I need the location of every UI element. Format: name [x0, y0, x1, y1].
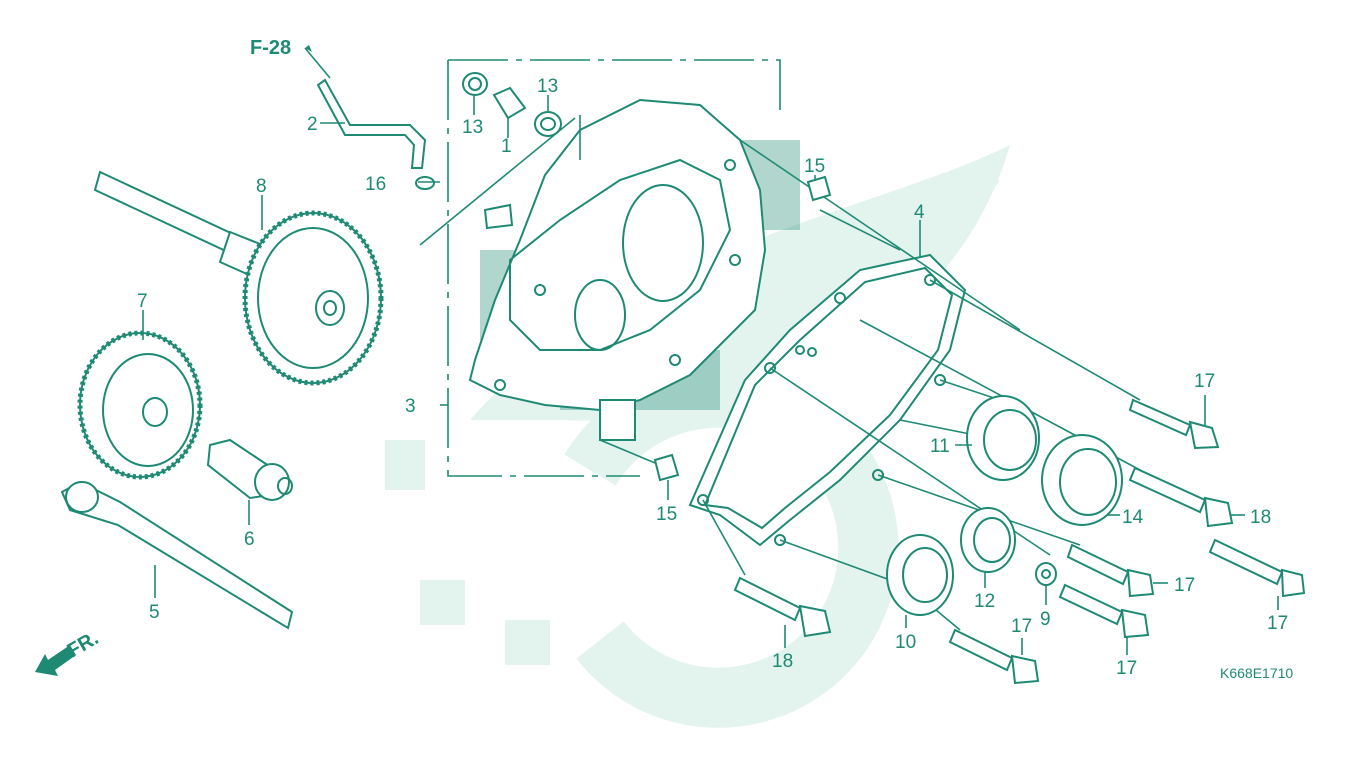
- arrow-icon: [305, 45, 312, 52]
- callout-16: 16: [365, 174, 386, 195]
- callout-17-far-right: 17: [1267, 613, 1288, 634]
- callout-17-mid: 17: [1174, 575, 1195, 596]
- callout-18-right: 18: [1250, 507, 1271, 528]
- pinion-gear: [206, 438, 293, 501]
- callout-4: 4: [914, 202, 925, 223]
- bolt-17-mid: [1066, 543, 1155, 598]
- bolt-17-far-right: [1208, 538, 1306, 598]
- callout-11: 11: [930, 436, 950, 457]
- callout-10: 10: [895, 632, 916, 653]
- bolts: [733, 398, 1306, 685]
- callout-15-bottom: 15: [656, 504, 677, 525]
- bolt-18-left: [733, 576, 832, 638]
- callout-labels: F-28 2 8 7 6 5 3 16 13 1 13 15 4 15 11 1…: [137, 37, 1293, 681]
- callout-8: 8: [256, 176, 267, 197]
- transmission-case: [468, 98, 767, 441]
- callout-9: 9: [1040, 609, 1051, 630]
- output-shaft: [93, 170, 384, 386]
- drawing-code: K668E1710: [1220, 665, 1293, 681]
- callout-12: 12: [974, 591, 995, 612]
- bearings: [886, 395, 1123, 616]
- callout-13-right: 13: [537, 76, 558, 97]
- reference-label: F-28: [250, 37, 291, 59]
- callout-1: 1: [501, 136, 512, 157]
- arrow-icon: [35, 645, 76, 676]
- callout-leaders: [142, 95, 1279, 655]
- bolt-18-right: [1128, 466, 1234, 528]
- callout-17-lower: 17: [1116, 658, 1137, 679]
- bolt-17-bottom: [948, 628, 1040, 685]
- callout-14: 14: [1122, 507, 1144, 528]
- seals-and-dowels: [462, 72, 832, 482]
- case-gasket: [688, 253, 967, 547]
- case-bracket: [440, 59, 781, 477]
- callout-5: 5: [149, 602, 160, 623]
- callout-15-top: 15: [804, 156, 825, 177]
- bolt-17-upper: [1128, 398, 1220, 450]
- callout-2: 2: [307, 114, 318, 135]
- callout-17-bottom: 17: [1011, 616, 1032, 637]
- callout-3: 3: [405, 396, 416, 417]
- breather-tube: [304, 45, 427, 169]
- bolt-17-lower: [1058, 583, 1150, 639]
- callout-7: 7: [137, 291, 148, 312]
- callout-18-left: 18: [772, 651, 793, 672]
- countershaft-gear: [77, 330, 203, 480]
- drive-shaft: [60, 480, 294, 630]
- front-indicator: FR.: [35, 627, 102, 676]
- callout-17-upper: 17: [1194, 371, 1215, 392]
- hose-clip: [415, 176, 435, 190]
- callout-6: 6: [244, 529, 255, 550]
- callout-13-left: 13: [462, 117, 483, 138]
